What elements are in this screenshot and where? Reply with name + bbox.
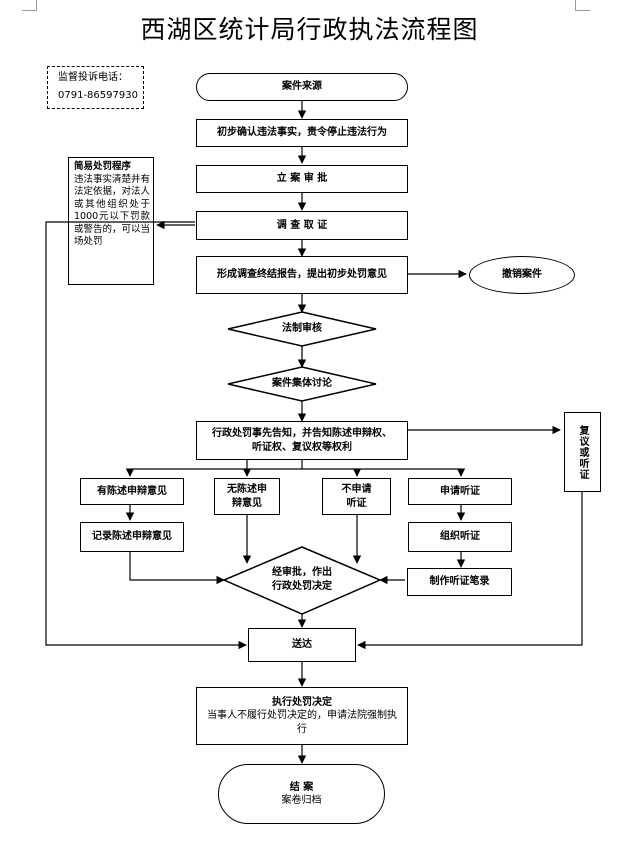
crop-mark: [575, 0, 590, 11]
apply-hearing-label: 申请听证: [440, 485, 480, 497]
revoke-case-label: 撤销案件: [502, 269, 542, 281]
organize-hearing-node: 组织听证: [408, 522, 512, 552]
delivery-node: 送达: [248, 628, 356, 662]
hearing-transcript-node: 制作听证笔录: [407, 568, 512, 596]
case-source-label: 案件来源: [282, 81, 322, 93]
case-source-node: 案件来源: [196, 73, 408, 101]
apply-hearing-node: 申请听证: [408, 478, 512, 505]
case-closed-title: 结 案: [289, 781, 314, 793]
filing-approval-node: 立 案 审 批: [196, 165, 408, 193]
no-statement-node: 无陈述申 辩意见: [214, 478, 280, 515]
investigation-label: 调 查 取 证: [276, 219, 328, 231]
simple-procedure-body: 违法事实清楚并有法定依据，对法人或其他组织处于1000元以下罚款或警告的，可以当…: [74, 173, 151, 248]
prior-notice-node: 行政处罚事先告知，并告知陈述申辩权、 听证权、复议权等权利: [196, 421, 408, 460]
contact-label: 监督投诉电话：: [58, 72, 128, 83]
hearing-transcript-label: 制作听证笔录: [429, 576, 490, 588]
decision-diamond: [222, 546, 382, 615]
review-hearing-node: 复议或听证: [564, 412, 601, 492]
investigation-node: 调 查 取 证: [196, 211, 408, 240]
case-closed-sub: 案卷归档: [281, 795, 322, 806]
report-node: 形成调查终结报告，提出初步处罚意见: [196, 256, 408, 294]
execute-decision-title: 执行处罚决定: [272, 696, 332, 708]
execute-decision-node: 执行处罚决定 当事人不履行处罚决定的，申请法院强制执行: [196, 687, 408, 745]
has-statement-node: 有陈述申辩意见: [80, 478, 184, 505]
has-statement-label: 有陈述申辩意见: [97, 485, 167, 497]
collective-discussion-label: 案件集体讨论: [272, 378, 332, 389]
contact-phone: 0791-86597930: [58, 90, 138, 101]
page-title: 西湖区统计局行政执法流程图: [140, 15, 479, 44]
revoke-case-node: 撤销案件: [469, 256, 575, 294]
no-statement-line2: 辩意见: [232, 497, 262, 509]
record-statement-node: 记录陈述申辩意见: [80, 522, 184, 552]
record-statement-label: 记录陈述申辩意见: [92, 531, 172, 543]
organize-hearing-label: 组织听证: [440, 531, 480, 543]
delivery-label: 送达: [292, 639, 312, 651]
review-hearing-label: 复议或听证: [577, 424, 588, 480]
no-hearing-line1: 不申请: [341, 484, 372, 495]
preliminary-confirm-node: 初步确认违法事实，责令停止违法行为: [196, 119, 408, 147]
simple-procedure-heading: 简易处罚程序: [74, 161, 132, 172]
preliminary-confirm-label: 初步确认违法事实，责令停止违法行为: [217, 127, 387, 139]
decision-line2: 行政处罚决定: [272, 581, 332, 592]
crop-mark: [22, 0, 37, 11]
legal-review-diamond: [227, 311, 377, 347]
no-statement-line1: 无陈述申: [227, 484, 267, 495]
report-label: 形成调查终结报告，提出初步处罚意见: [217, 269, 387, 281]
decision-line1: 经审批，作出: [272, 567, 332, 578]
filing-approval-label: 立 案 审 批: [276, 173, 328, 185]
case-closed-node: 结 案 案卷归档: [218, 764, 385, 824]
prior-notice-line2: 听证权、复议权等权利: [252, 441, 352, 453]
simple-procedure-box: 简易处罚程序 违法事实清楚并有法定依据，对法人或其他组织处于1000元以下罚款或…: [68, 157, 154, 285]
no-hearing-line2: 听证: [346, 497, 367, 509]
legal-review-label: 法制审核: [282, 323, 322, 334]
decision-label: 经审批，作出 行政处罚决定: [246, 566, 358, 594]
prior-notice-line1: 行政处罚事先告知，并告知陈述申辩权、: [212, 428, 392, 439]
no-hearing-node: 不申请 听证: [322, 478, 391, 515]
execute-decision-body: 当事人不履行处罚决定的，申请法院强制执行: [207, 710, 397, 735]
contact-box: 监督投诉电话： 0791-86597930: [47, 66, 144, 109]
collective-discussion-diamond: [227, 366, 377, 402]
